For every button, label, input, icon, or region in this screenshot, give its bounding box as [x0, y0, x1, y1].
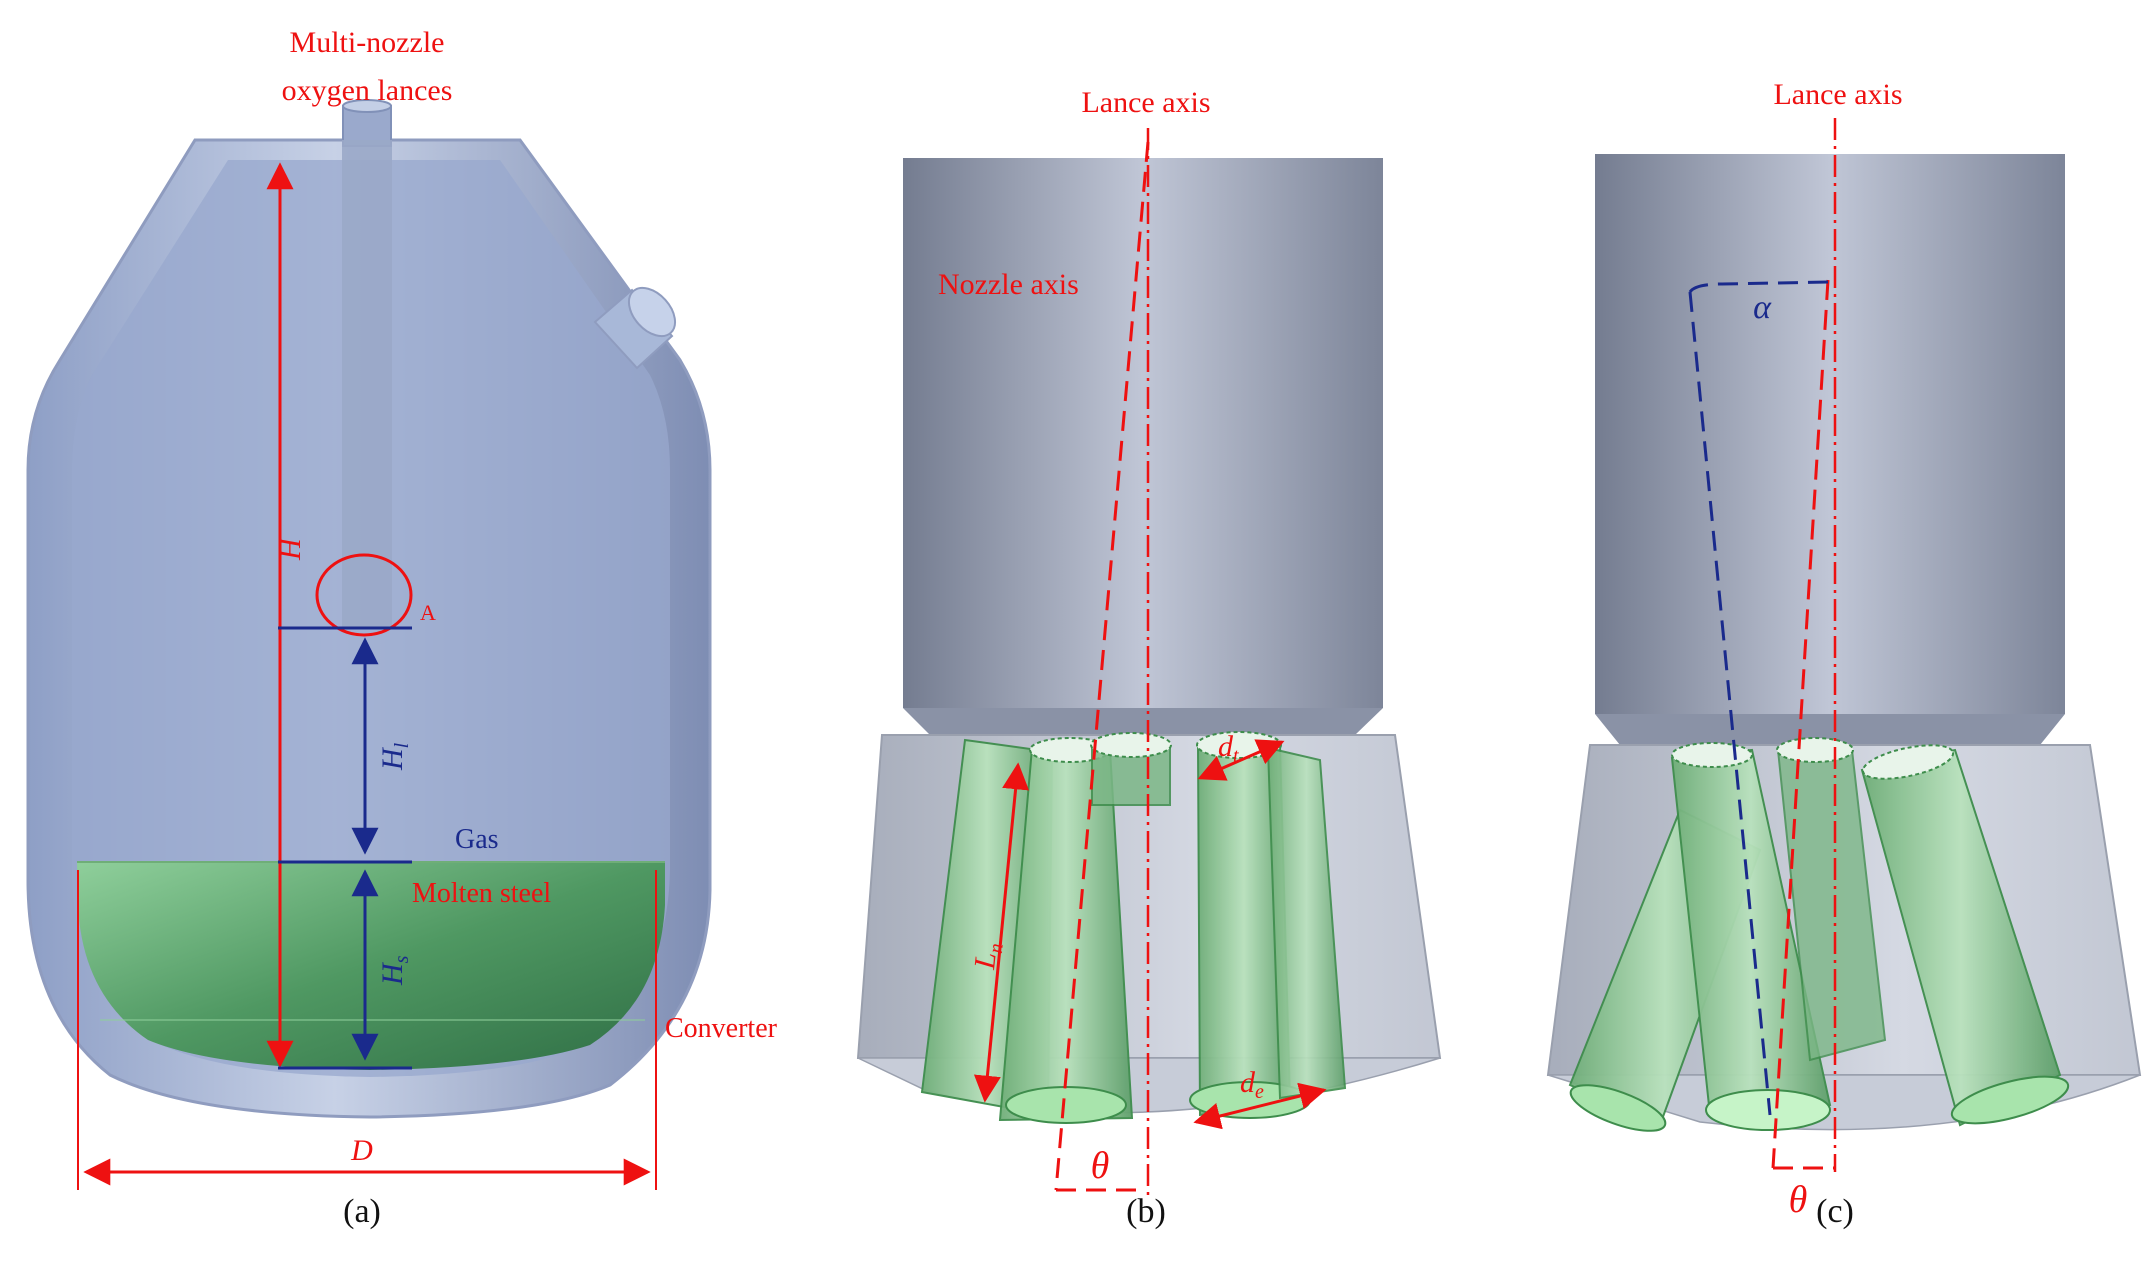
molten-steel-region: [77, 862, 665, 1070]
lance-title-line2: oxygen lances: [282, 74, 453, 107]
alpha-label-c: α: [1753, 289, 1772, 326]
de-dimension: [1193, 1082, 1327, 1130]
D-label: D: [350, 1134, 373, 1167]
theta-label-c: θ: [1789, 1179, 1808, 1221]
lance-axis-label-c: Lance axis: [1773, 78, 1902, 111]
caption-c: (c): [1816, 1193, 1854, 1230]
lance-body: [342, 140, 392, 628]
side-pipe: [593, 286, 677, 370]
nozzle-back-c: [1776, 737, 1887, 1062]
theta-label-b: θ: [1091, 1145, 1110, 1187]
panel-a: A H Hl Hs Gas Molten steel Multi-nozzle …: [26, 26, 778, 1230]
dt-label: dt: [1218, 730, 1239, 767]
caption-b: (b): [1126, 1193, 1166, 1230]
nozzle-center-left-b: [998, 737, 1134, 1124]
H-label: H: [274, 536, 307, 561]
Ln-label: Ln: [968, 941, 1008, 972]
converter-label: Converter: [665, 1013, 778, 1044]
Hl-label: Hl: [376, 742, 413, 771]
caption-a: (a): [343, 1193, 381, 1230]
gas-label: Gas: [455, 824, 499, 855]
region-a-circle: [315, 553, 413, 637]
lance-axis-label-b: Lance axis: [1081, 86, 1210, 119]
lance-title-line1: Multi-nozzle: [290, 26, 445, 59]
Ln-dimension: [973, 762, 1030, 1103]
lance-cylinder-b: [903, 158, 1383, 708]
nozzle-axis-b: [1054, 141, 1150, 1191]
panel-b: Lance axis Nozzle axis θ dt Ln de (b): [856, 86, 1442, 1230]
swirl-axis-c: [1688, 291, 1772, 1116]
region-a-label: A: [420, 600, 436, 625]
nozzle-right-c: [1860, 744, 2070, 1127]
nozzle-axis-label-b: Nozzle axis: [938, 268, 1079, 301]
de-label: de: [1240, 1066, 1264, 1103]
nozzle-back-b: [1090, 732, 1172, 806]
molten-steel-label: Molten steel: [412, 878, 551, 909]
lance-cylinder-c: [1595, 154, 2065, 714]
Hs-label: Hs: [376, 955, 413, 986]
dt-dimension: [1197, 739, 1285, 781]
alpha-bracket-c: [1688, 280, 1829, 293]
panel-c: Lance axis θ α (c): [1546, 78, 2142, 1230]
nozzle-right-b: [1266, 746, 1347, 1100]
